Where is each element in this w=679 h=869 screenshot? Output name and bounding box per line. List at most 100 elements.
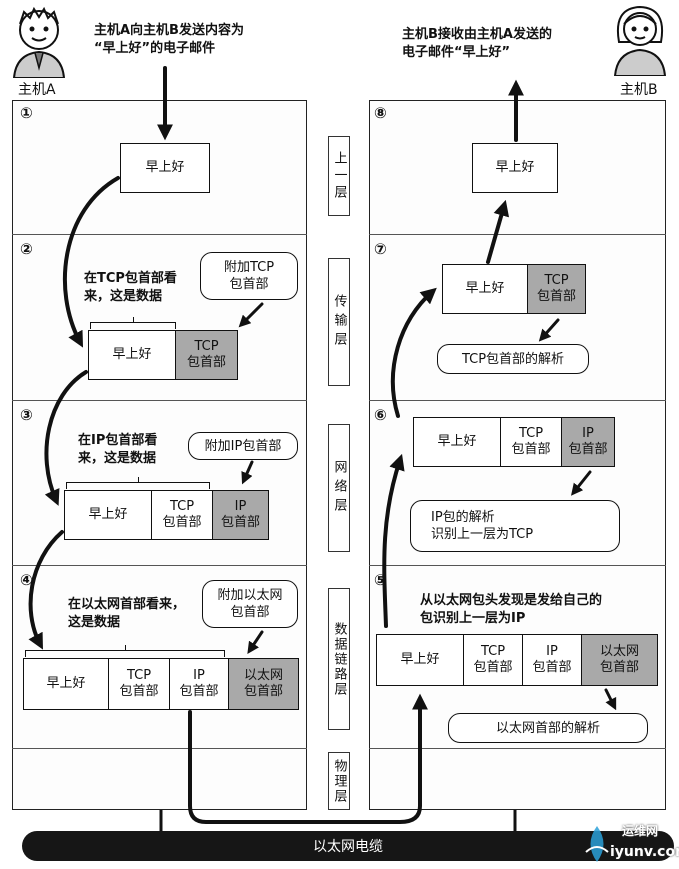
caption-receive-line1: 主机B接收由主机A发送的	[402, 27, 552, 42]
host-a-label: 主机A	[18, 82, 56, 98]
arrow-transport-to-app	[486, 199, 510, 264]
caption-receive: 主机B接收由主机A发送的 电子邮件“早上好”	[402, 26, 552, 62]
note-tcp-view-line1: 在TCP包首部看	[84, 271, 177, 286]
ip-header-line2: 包首部	[220, 515, 260, 530]
arrow-group	[28, 66, 617, 824]
layer-label-network: 网络层	[328, 424, 350, 552]
divider	[369, 234, 666, 235]
bubble-ip-parse: IP包的解析识别上一层为TCP	[410, 500, 620, 552]
arrow-network-to-transport	[390, 287, 437, 418]
tcp-header-line2: 包首部	[119, 684, 159, 699]
brace	[90, 317, 176, 329]
ip-header-line1: IP	[582, 426, 594, 441]
caption-receive-line2: 电子邮件“早上好”	[402, 45, 511, 60]
layer-label-text: 物理层	[331, 758, 347, 804]
watermark-text-1: 运维网	[622, 824, 659, 838]
divider	[369, 565, 666, 566]
arrow-app-to-transport	[62, 176, 120, 348]
ethernet-header-line2: 包首部	[599, 660, 639, 675]
step-8: ⑧	[374, 104, 387, 122]
data-cell: 早上好	[112, 347, 152, 362]
pointer-ip-parse	[571, 470, 592, 496]
watermark-logo-icon	[585, 826, 609, 862]
step-4: ④	[20, 571, 33, 589]
divider	[12, 234, 307, 235]
divider	[12, 748, 307, 749]
bubble-add-tcp-line2: 包首部	[229, 277, 269, 292]
step-2: ②	[20, 240, 33, 258]
layer-label-text: 传输层	[331, 293, 347, 351]
pointer-add-ethernet	[247, 630, 264, 654]
ip-header-line1: IP	[546, 644, 558, 659]
ethernet-cable-label: 以太网电缆	[313, 839, 383, 855]
divider	[369, 748, 666, 749]
watermark: 运维网 iyunv.com	[580, 822, 679, 866]
data-cell: 早上好	[46, 676, 86, 691]
pointer-add-ip	[241, 460, 254, 485]
tcp-header-line1: TCP	[480, 644, 506, 659]
tcp-header-line2: 包首部	[511, 442, 551, 457]
caption-send-line1: 主机A向主机B发送内容为	[94, 23, 244, 38]
host-a-avatar-icon	[12, 6, 66, 78]
divider	[369, 400, 666, 401]
arrow-over-cable	[188, 693, 428, 824]
layer-label-text: 网络层	[331, 459, 347, 517]
tcp-header-line1: TCP	[518, 426, 544, 441]
ethernet-header-line1: 以太网	[243, 668, 283, 683]
note-tcp-view: 在TCP包首部看来，这是数据	[84, 270, 177, 306]
tcp-header-line2: 包首部	[536, 289, 576, 304]
layer-label-text: 数据链路层	[331, 621, 347, 697]
bubble-ethernet-parse: 以太网首部的解析	[448, 713, 648, 743]
arrow-transport-to-network	[44, 370, 88, 506]
ip-header-line2: 包首部	[568, 442, 608, 457]
note-eth-view: 在以太网首部看来， 这是数据	[68, 596, 185, 632]
bubble-add-ip: 附加IP包首部	[188, 432, 298, 460]
layer-label-text: 上一层	[331, 150, 347, 202]
data-cell: 早上好	[88, 507, 128, 522]
step-6: ⑥	[374, 406, 387, 424]
arrow-datalink-to-network	[382, 453, 405, 628]
tcp-header-line1: TCP	[544, 273, 569, 288]
tcp-header-line2: 包首部	[473, 660, 513, 675]
brace	[66, 477, 210, 489]
divider	[12, 565, 307, 566]
data-cell: 早上好	[465, 281, 505, 296]
ethernet-cable: 以太网电缆	[22, 831, 674, 861]
ethernet-header-line1: 以太网	[599, 644, 639, 659]
ethernet-header-line2: 包首部	[243, 684, 283, 699]
step-1: ①	[20, 104, 33, 122]
brace	[25, 645, 225, 657]
note-eth-view-line1: 在以太网首部看来，	[68, 597, 186, 612]
note-eth-receive-line1: 从以太网包头发现是发给自己的	[420, 593, 603, 608]
bubble-add-ethernet-line2: 包首部	[230, 605, 270, 620]
note-eth-view-line2: 这是数据	[68, 615, 121, 630]
ip-header-line2: 包首部	[532, 660, 572, 675]
layer-label-datalink: 数据链路层	[328, 588, 350, 730]
tcp-header-line1: TCP	[169, 499, 195, 514]
tcp-header-line1: TCP	[126, 668, 152, 683]
bubble-add-ethernet-line1: 附加以太网	[217, 588, 283, 603]
bubble-ip-parse-line1: IP包的解析	[431, 510, 495, 525]
packet-app-a: 早上好	[120, 143, 210, 193]
pointer-ethernet-parse	[604, 688, 617, 711]
note-eth-receive: 从以太网包头发现是发给自己的包识别上一层为IP	[420, 592, 602, 628]
step-3: ③	[20, 406, 33, 424]
bubble-add-ethernet: 附加以太网包首部	[202, 580, 298, 628]
caption-send-line2: “早上好”的电子邮件	[94, 41, 216, 56]
divider	[12, 400, 307, 401]
host-b-avatar-icon	[613, 5, 667, 76]
layer-label-physical: 物理层	[328, 752, 350, 810]
note-tcp-view-line2: 来，这是数据	[84, 289, 163, 304]
layer-label-application: 上一层	[328, 136, 350, 216]
